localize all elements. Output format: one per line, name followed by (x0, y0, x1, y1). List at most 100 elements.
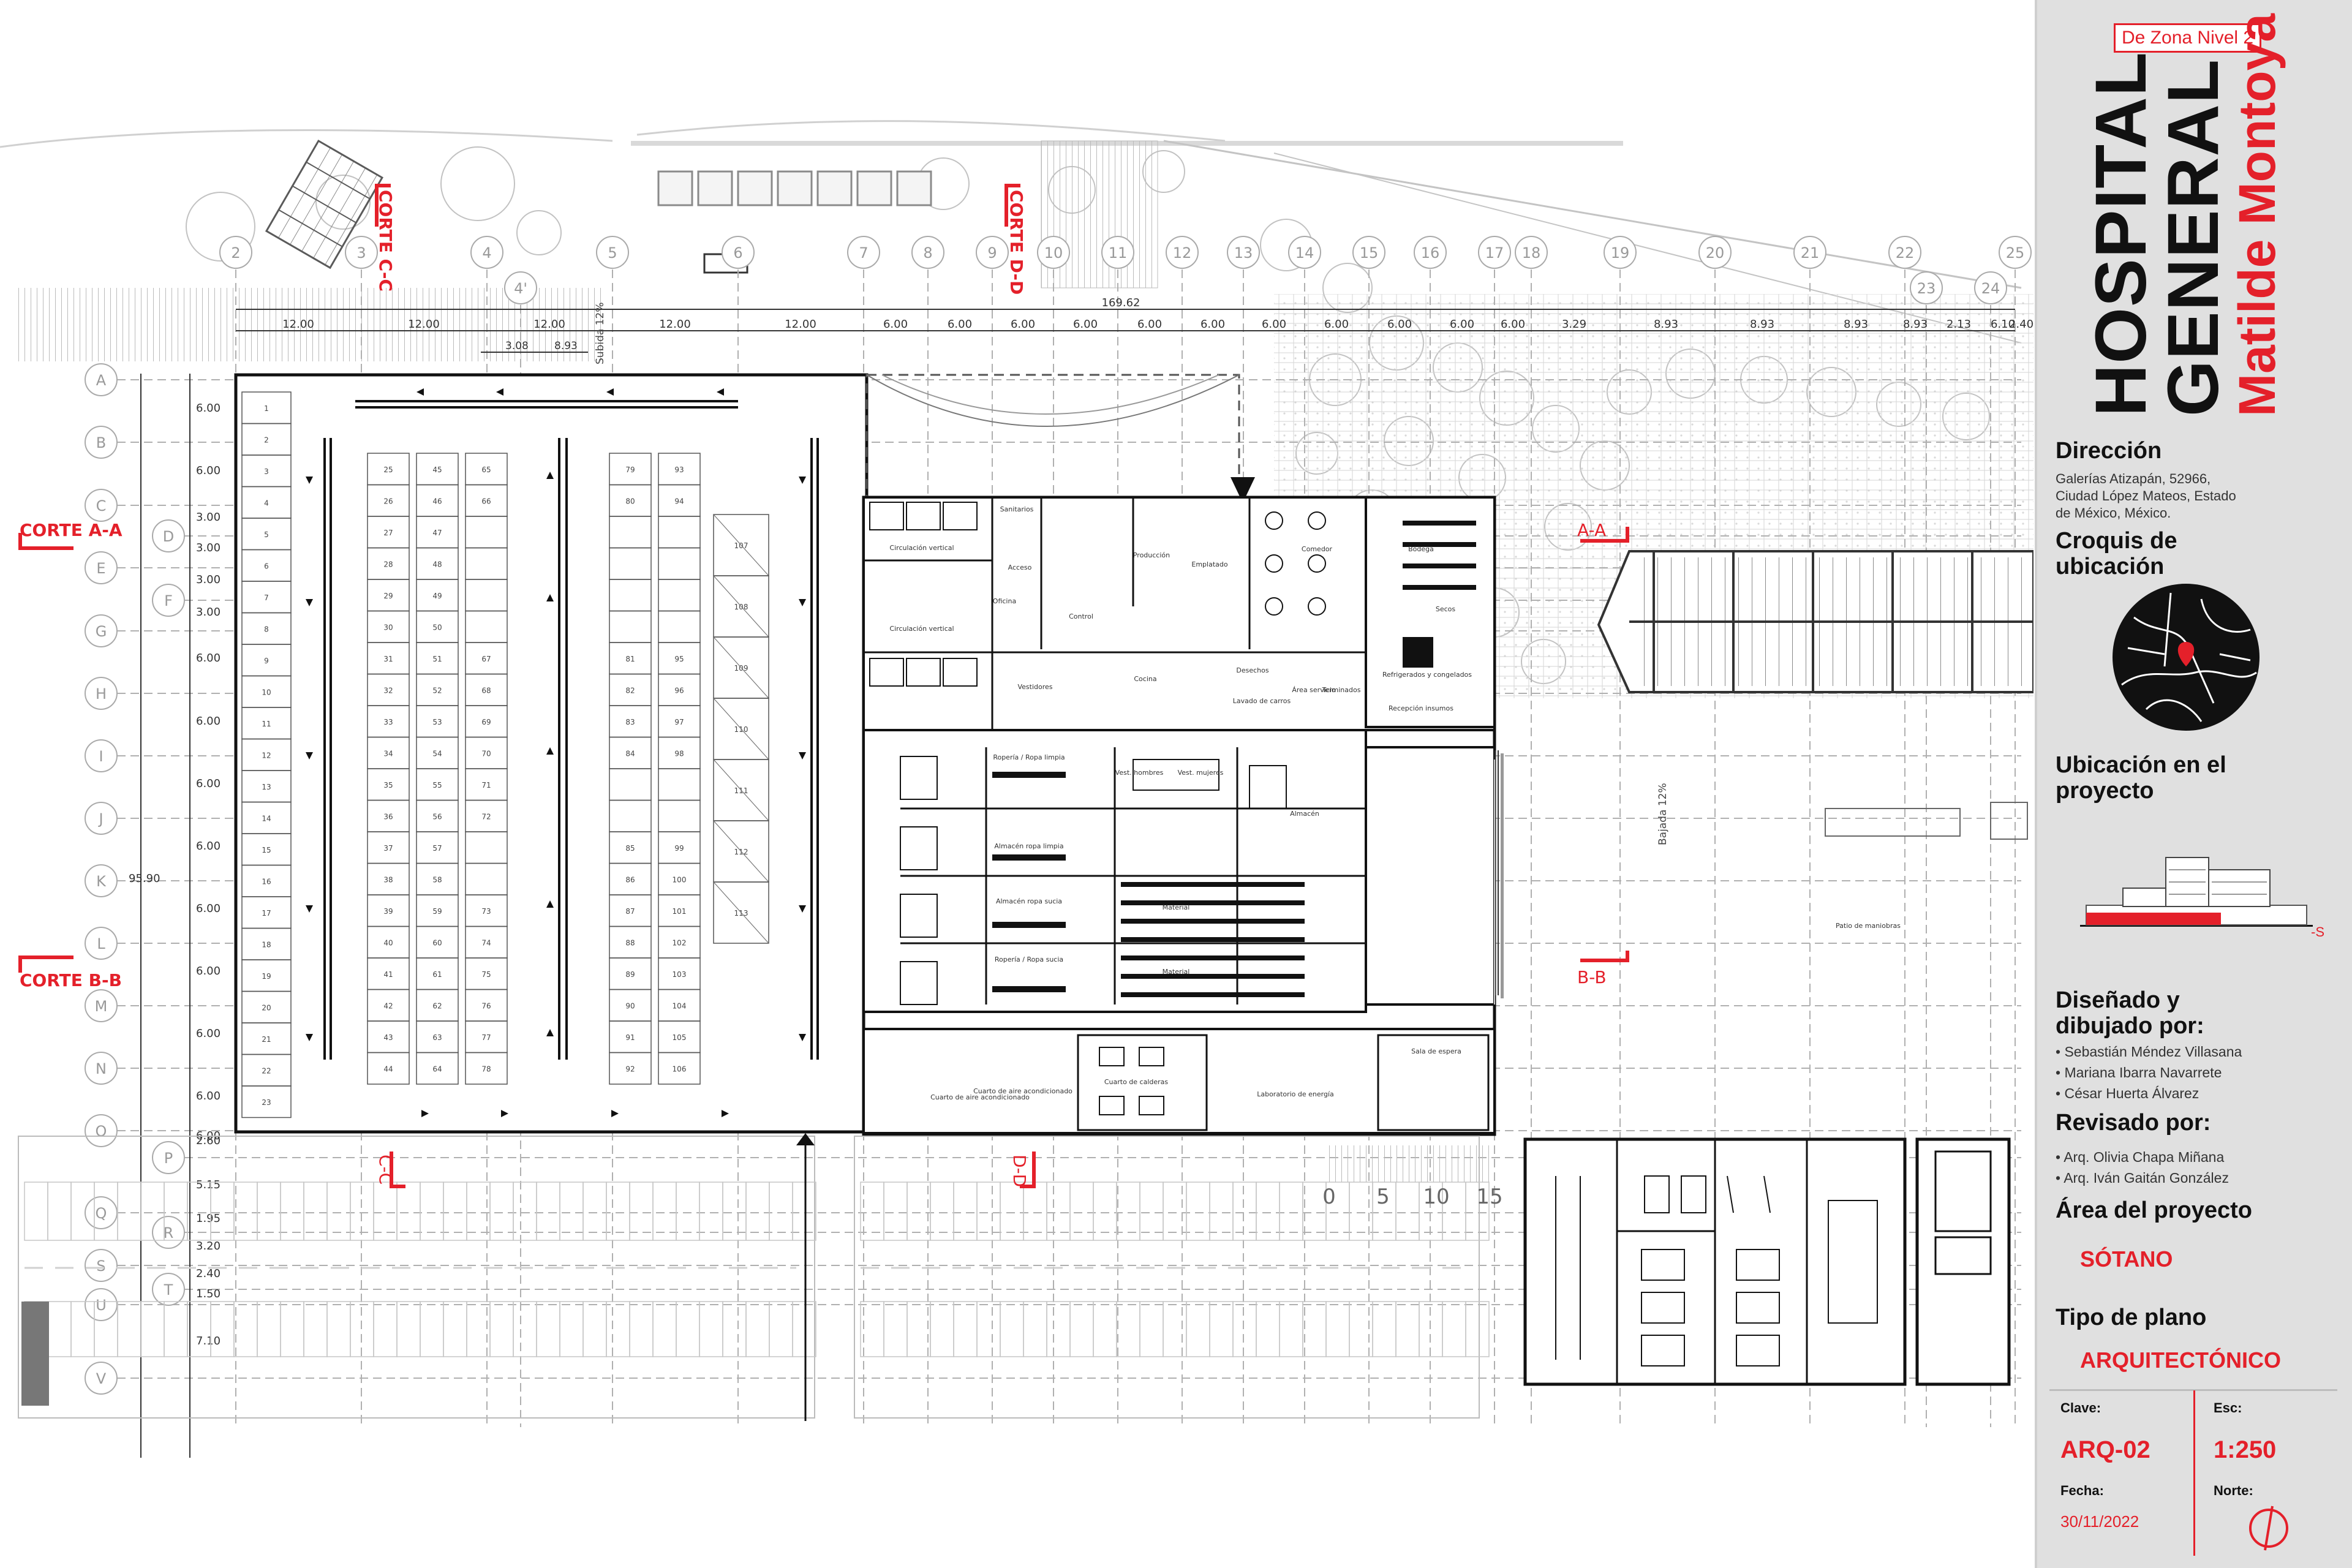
street-stall (233, 1182, 258, 1241)
dimension-span: 3.00 (196, 511, 221, 524)
grid-label-col: 5 (608, 244, 617, 262)
grid-label-col: 22 (1896, 244, 1915, 262)
parking-stall-number: 66 (481, 497, 491, 505)
dimension-span: 6.00 (196, 1090, 221, 1102)
project-location-heading-1: Ubicación en el (2056, 752, 2226, 778)
grid-label-col: 13 (1234, 244, 1253, 262)
grid-bubble-col (1793, 236, 1826, 269)
grid-label-col: 23 (1917, 280, 1936, 297)
scale-value: 1:250 (2214, 1436, 2277, 1463)
area-value: SÓTANO (2080, 1246, 2173, 1272)
grid-bubble-row (85, 614, 118, 647)
street-stall (396, 1182, 421, 1241)
grid-bubble-row (85, 1288, 118, 1321)
section-dd-bottom: D-D (1009, 1155, 1030, 1187)
accessible-stall-hatch (713, 698, 769, 760)
parking-stall-number: 33 (383, 718, 393, 726)
street-stall (1395, 1182, 1420, 1241)
key-label: Clave: (2060, 1400, 2101, 1415)
location-sketch-heading: Croquis de ubicación (2056, 528, 2177, 579)
street-stall (1023, 1301, 1047, 1357)
dimension-span: 2.40 (2009, 318, 2034, 331)
grid-label-col: 14 (1295, 244, 1314, 262)
parking-stall-number: 46 (432, 497, 442, 505)
grid-label-row: E (96, 560, 105, 577)
parking-stall-number: 85 (625, 844, 635, 853)
grid-bubble-row (152, 519, 185, 552)
parking-stall-number: 89 (625, 970, 635, 979)
street-stall (769, 1301, 793, 1357)
parking-stall-number: 5 (264, 530, 269, 539)
parking-stall-number: 50 (432, 623, 442, 631)
room-label: Oficina (993, 597, 1016, 605)
traffic-arrow (799, 599, 806, 606)
ramp-slope-down: Bajada 12% (1657, 783, 1669, 845)
project-location-diagram (2080, 857, 2313, 927)
street-stall (606, 1301, 630, 1357)
grid-label-col: 9 (987, 244, 997, 262)
designed-heading-1: Diseñado y (2056, 987, 2180, 1013)
room-label: Terminados (1322, 686, 1361, 694)
grid-bubble-row (85, 802, 118, 835)
grid-label-row: A (96, 372, 107, 389)
grid-label-row: M (95, 998, 108, 1015)
room-label: Desechos (1236, 666, 1268, 674)
parking-stall-number: 10 (262, 688, 271, 696)
dimension-span: 6.00 (1011, 318, 1035, 331)
grid-bubble-row (85, 1362, 118, 1395)
parking-stall-number: 55 (432, 781, 442, 790)
street-stall (699, 1301, 723, 1357)
grid-bubble-col (1515, 236, 1548, 269)
street-stall (303, 1301, 328, 1357)
traffic-arrow (546, 900, 554, 908)
parking-stall-number: 99 (674, 844, 684, 853)
street-stall (1186, 1301, 1210, 1357)
scale-label: Esc: (2214, 1400, 2242, 1415)
room-label: Sala de espera (1411, 1047, 1461, 1055)
room-label: Acceso (1008, 564, 1032, 571)
section-dd-top: CORTE D-D (1006, 190, 1027, 295)
designed-heading-2: dibujado por: (2056, 1013, 2204, 1039)
scale-bar-15: 15 (1476, 1185, 1502, 1209)
parking-stall-number: 74 (481, 938, 491, 947)
street-stall (582, 1301, 607, 1357)
left-dimension-labels: 6.006.003.003.003.003.006.006.006.006.00… (196, 402, 221, 1348)
street-stall (303, 1182, 328, 1241)
street-stall (443, 1301, 467, 1357)
grid-bubble-col (1414, 236, 1447, 269)
grid-label-col: 24 (1981, 280, 2000, 297)
street-stall (1256, 1182, 1280, 1241)
parking-stall-number: 42 (383, 1001, 393, 1010)
parking-stall (465, 1052, 508, 1085)
section-aa-right: A-A (1577, 520, 1606, 540)
parking-stall-number: 70 (481, 749, 491, 758)
street-stall (1256, 1301, 1280, 1357)
room-label: Material (1163, 903, 1190, 911)
parking-stall-number: 26 (383, 497, 393, 505)
designed-heading: Diseñado y dibujado por: (2056, 987, 2204, 1039)
dimension-span: 1.95 (196, 1212, 221, 1225)
room-label: Almacén (1290, 810, 1319, 818)
dimension-span: 6.00 (196, 715, 221, 728)
parking-stall-number: 87 (625, 907, 635, 916)
parking-stall-number: 19 (262, 972, 271, 981)
street-stall (47, 1182, 72, 1241)
parking-stall-number: 97 (674, 718, 684, 726)
dimension-span: 6.00 (1073, 318, 1098, 331)
street-stall (1209, 1301, 1234, 1357)
parking-stall-number: 106 (673, 1065, 687, 1073)
level-marker: -S (2311, 924, 2324, 940)
street-stall (1279, 1182, 1303, 1241)
accessible-stall-hatch (713, 820, 769, 883)
room-label: Vest. hombres (1115, 769, 1164, 777)
address-line-1: Galerías Atizapán, 52966, (2056, 471, 2211, 486)
grid-label-col: 4' (514, 280, 527, 297)
parking-stall-number: 49 (432, 592, 442, 600)
grid-bubble-col (1352, 236, 1385, 269)
reviewed-heading: Revisado por: (2056, 1110, 2211, 1136)
grid-label-col: 8 (923, 244, 932, 262)
street-stall (1116, 1182, 1140, 1241)
grid-bubble-col (1698, 236, 1732, 269)
parking-stall-number: 60 (432, 938, 442, 947)
dimension-span: 2.40 (196, 1267, 221, 1280)
